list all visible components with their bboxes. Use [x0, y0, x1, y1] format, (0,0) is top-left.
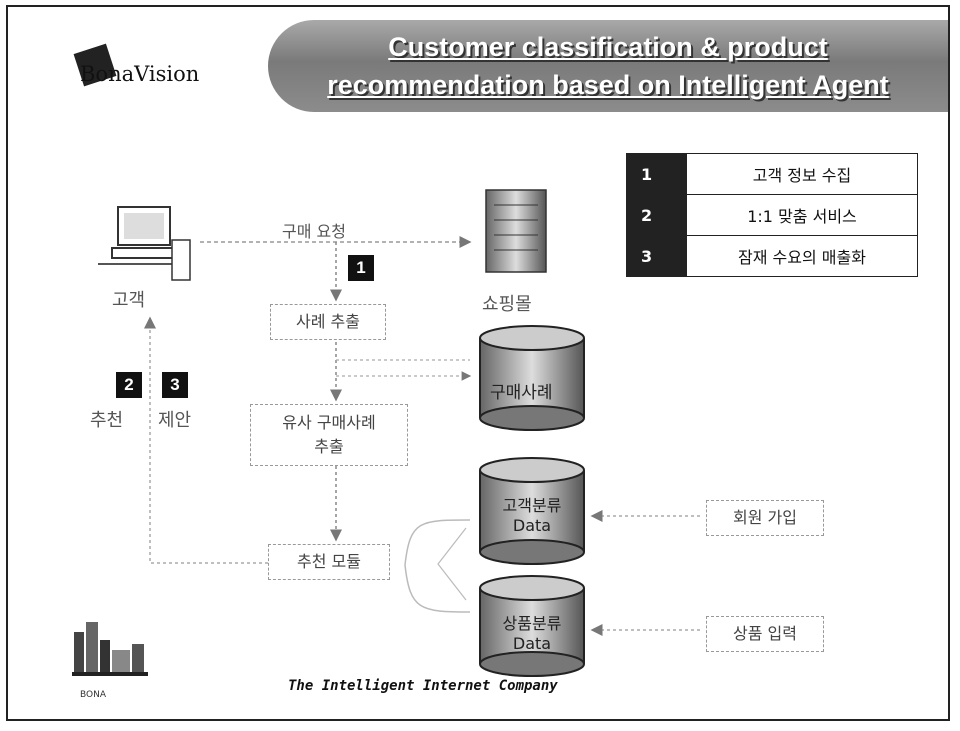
product-db-line-1: 상품분류: [502, 614, 562, 633]
legend-row: 2 1:1 맞춤 서비스: [626, 194, 918, 236]
purchase-db-label: 구매사례: [490, 383, 553, 403]
customer-label: 고객: [112, 290, 146, 311]
step-badge-2: 2: [116, 372, 142, 398]
member-join-box: 회원 가입: [706, 500, 824, 536]
suggest-label: 제안: [158, 410, 192, 431]
legend-number: 3: [626, 235, 687, 277]
customer-db-line-1: 고객분류: [502, 496, 562, 515]
purchase-db-cylinder: [479, 325, 585, 431]
step-badge-1: 1: [348, 255, 374, 281]
product-db-label: 상품분류 Data: [484, 614, 580, 654]
product-db-line-2: Data: [512, 634, 552, 653]
similar-case-box: 유사 구매사례 추출: [250, 404, 408, 466]
recommend-module-label: 추천 모듈: [297, 552, 361, 571]
title-line-2: recommendation based on Intelligent Agen…: [327, 70, 889, 100]
footer-slogan: The Intelligent Internet Company: [288, 678, 558, 694]
member-join-label: 회원 가입: [733, 508, 797, 527]
company-logo: BonaVision: [73, 43, 200, 87]
recommend-module-box: 추천 모듈: [268, 544, 390, 580]
step-badge-3: 3: [162, 372, 188, 398]
server-icon: [485, 189, 547, 273]
case-extraction-label: 사례 추출: [296, 312, 360, 331]
customer-db-line-2: Data: [512, 516, 552, 535]
mini-logo-text: BONA: [80, 690, 106, 700]
similar-case-line-2: 추출: [314, 437, 344, 456]
title-line-1: Customer classification & product: [388, 32, 828, 62]
slide-frame: [6, 5, 950, 721]
product-input-box: 상품 입력: [706, 616, 824, 652]
shop-label: 쇼핑몰: [482, 294, 532, 315]
logo-text: BonaVision: [80, 62, 200, 86]
customer-db-label: 고객분류 Data: [484, 496, 580, 536]
recommend-label: 추천: [90, 410, 124, 431]
legend-row: 3 잠재 수요의 매출화: [626, 235, 918, 277]
case-extraction-box: 사례 추출: [270, 304, 386, 340]
legend-text: 잠재 수요의 매출화: [686, 235, 918, 277]
legend-text: 1:1 맞춤 서비스: [686, 194, 918, 236]
legend-table: 1 고객 정보 수집 2 1:1 맞춤 서비스 3 잠재 수요의 매출화: [626, 153, 918, 277]
purchase-request-label: 구매 요청: [282, 222, 346, 241]
product-db-cylinder: [479, 575, 585, 677]
product-input-label: 상품 입력: [733, 624, 797, 643]
legend-number: 1: [626, 153, 687, 195]
buildings-icon: [72, 622, 148, 676]
customer-db-cylinder: [479, 457, 585, 565]
computer-icon: [98, 206, 191, 281]
similar-case-line-1: 유사 구매사례: [282, 413, 376, 432]
title-banner: Customer classification & product recomm…: [268, 20, 948, 112]
